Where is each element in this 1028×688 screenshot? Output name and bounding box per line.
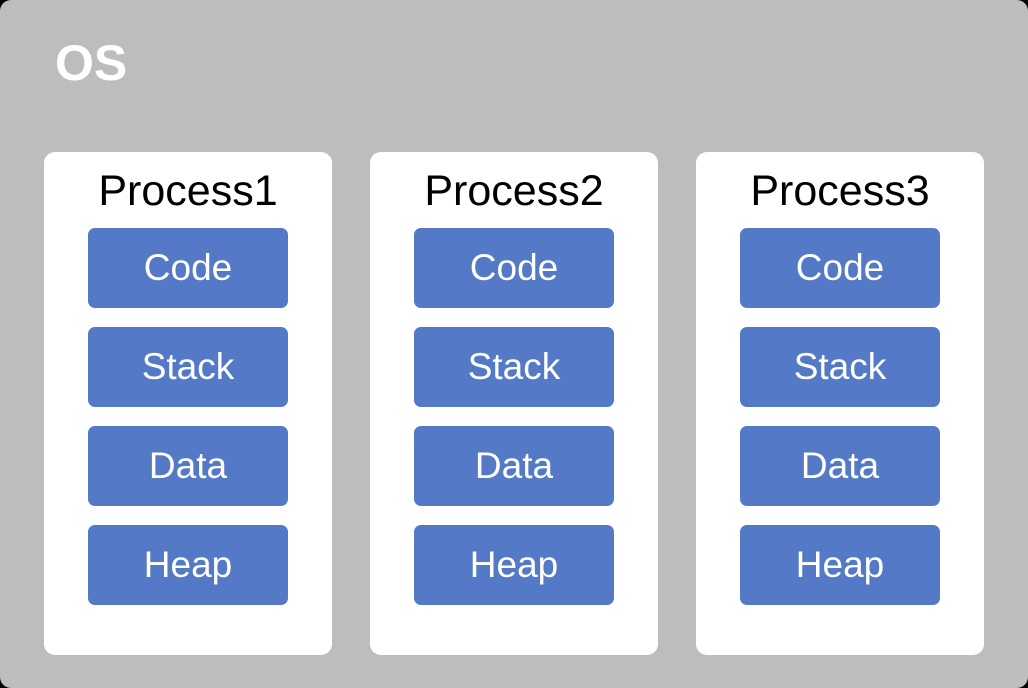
memory-segment-list: Code Stack Data Heap (740, 227, 940, 605)
memory-segment-list: Code Stack Data Heap (88, 227, 288, 605)
process-list: Process1 Code Stack Data Heap (44, 152, 984, 655)
memory-segment-label: Data (474, 445, 554, 487)
memory-segment-stack[interactable]: Stack (740, 326, 940, 407)
process-card[interactable]: Process2 Code Stack Data Heap (370, 152, 658, 655)
process-title: Process1 (98, 167, 278, 215)
memory-segment-label: Heap (469, 544, 559, 586)
process-title: Process3 (750, 167, 930, 215)
process-card[interactable]: Process1 Code Stack Data Heap (44, 152, 332, 655)
memory-segment-code[interactable]: Code (740, 227, 940, 308)
memory-segment-stack[interactable]: Stack (414, 326, 614, 407)
memory-segment-heap[interactable]: Heap (88, 524, 288, 605)
memory-segment-code[interactable]: Code (414, 227, 614, 308)
memory-segment-list: Code Stack Data Heap (414, 227, 614, 605)
memory-segment-data[interactable]: Data (88, 425, 288, 506)
memory-segment-label: Stack (793, 346, 887, 388)
memory-segment-data[interactable]: Data (740, 425, 940, 506)
process-card[interactable]: Process3 Code Stack Data Heap (696, 152, 984, 655)
memory-segment-label: Code (795, 247, 885, 289)
memory-segment-heap[interactable]: Heap (740, 524, 940, 605)
memory-segment-data[interactable]: Data (414, 425, 614, 506)
memory-segment-label: Heap (143, 544, 233, 586)
os-title: OS (55, 35, 128, 91)
memory-segment-label: Stack (141, 346, 235, 388)
memory-segment-label: Code (469, 247, 559, 289)
memory-segment-label: Code (143, 247, 233, 289)
memory-segment-stack[interactable]: Stack (88, 326, 288, 407)
memory-segment-label: Data (148, 445, 228, 487)
process-title: Process2 (424, 167, 604, 215)
memory-segment-label: Stack (467, 346, 561, 388)
memory-segment-heap[interactable]: Heap (414, 524, 614, 605)
memory-segment-label: Data (800, 445, 880, 487)
memory-segment-label: Heap (795, 544, 885, 586)
memory-segment-code[interactable]: Code (88, 227, 288, 308)
